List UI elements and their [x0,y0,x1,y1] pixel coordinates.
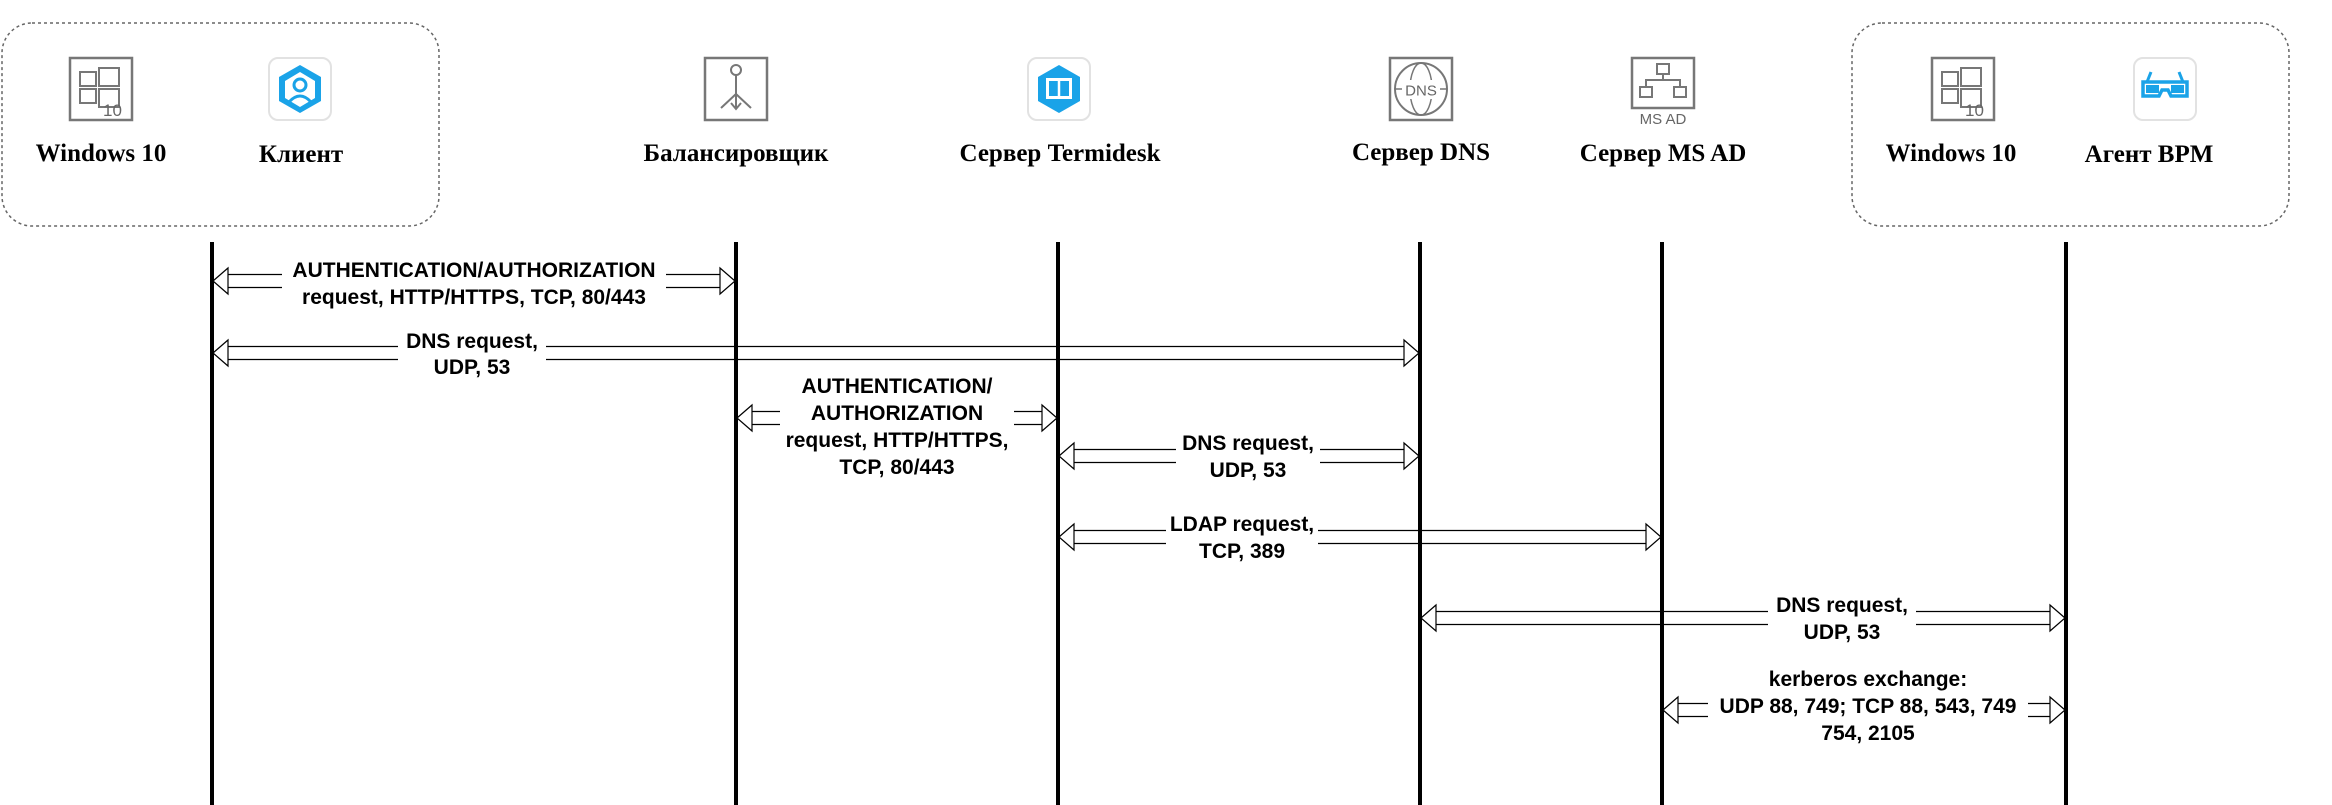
client-user-icon [268,57,332,121]
message-label-line: TCP, 80/443 [839,456,954,479]
participant-label-client: Клиент [259,141,343,168]
message-label-line: AUTHENTICATION/AUTHORIZATION [292,259,655,282]
participant-label-windows-10-left: Windows 10 [36,140,167,167]
message-label-line: LDAP request, [1170,513,1314,536]
participant-label-termidesk: Сервер Termidesk [959,140,1160,167]
message-label-line: UDP, 53 [434,356,511,379]
message-label-line: DNS request, [1776,594,1908,617]
lifelines [210,242,2068,805]
message-arrow-dns-client-dns [212,338,1420,368]
windows-10-icon: 10 [68,56,134,122]
message-arrow-ldap-termidesk-msad [1058,522,1662,552]
agent-group-box [1851,22,2290,227]
bpm-agent-glasses-icon [2133,57,2197,121]
message-label-line: AUTHENTICATION/ [802,375,993,398]
client-group-box [1,22,440,227]
message-arrow-dns-dns-agent [1420,603,2066,633]
participant-label-windows-10-right: Windows 10 [1886,140,2017,167]
message-label-line: AUTHORIZATION [811,402,983,425]
message-labels: AUTHENTICATION/AUTHORIZATION request, HT… [282,256,2028,750]
message-label-line: UDP 88, 749; TCP 88, 543, 749 [1720,695,2017,718]
participant-label-balancer: Балансировщик [644,140,829,167]
message-label-line: DNS request, [406,330,538,353]
termidesk-server-icon [1027,57,1091,121]
windows-version-text: 10 [103,101,122,120]
message-label-line: kerberos exchange: [1769,668,1967,691]
dns-icon-text: DNS [1405,83,1437,100]
message-label-line: TCP, 389 [1199,540,1285,563]
ms-ad-network-icon: MS AD [1630,56,1696,128]
windows-version-text: 10 [1965,101,1984,120]
participant-label-dns: Сервер DNS [1352,139,1490,166]
message-label-line: UDP, 53 [1210,459,1287,482]
message-label-line: UDP, 53 [1804,621,1881,644]
dns-globe-icon: DNS [1388,56,1454,122]
message-label-line: request, HTTP/HTTPS, [786,429,1009,452]
message-label-line: request, HTTP/HTTPS, TCP, 80/443 [302,286,646,309]
load-balancer-icon [703,56,769,122]
windows-10-icon: 10 [1930,56,1996,122]
msad-icon-text: MS AD [1640,111,1687,128]
message-label-line: DNS request, [1182,432,1314,455]
participant-label-msad: Сервер MS AD [1580,140,1747,167]
message-label-line: 754, 2105 [1821,722,1915,745]
participant-label-bpm-agent: Агент BPM [2085,141,2214,168]
